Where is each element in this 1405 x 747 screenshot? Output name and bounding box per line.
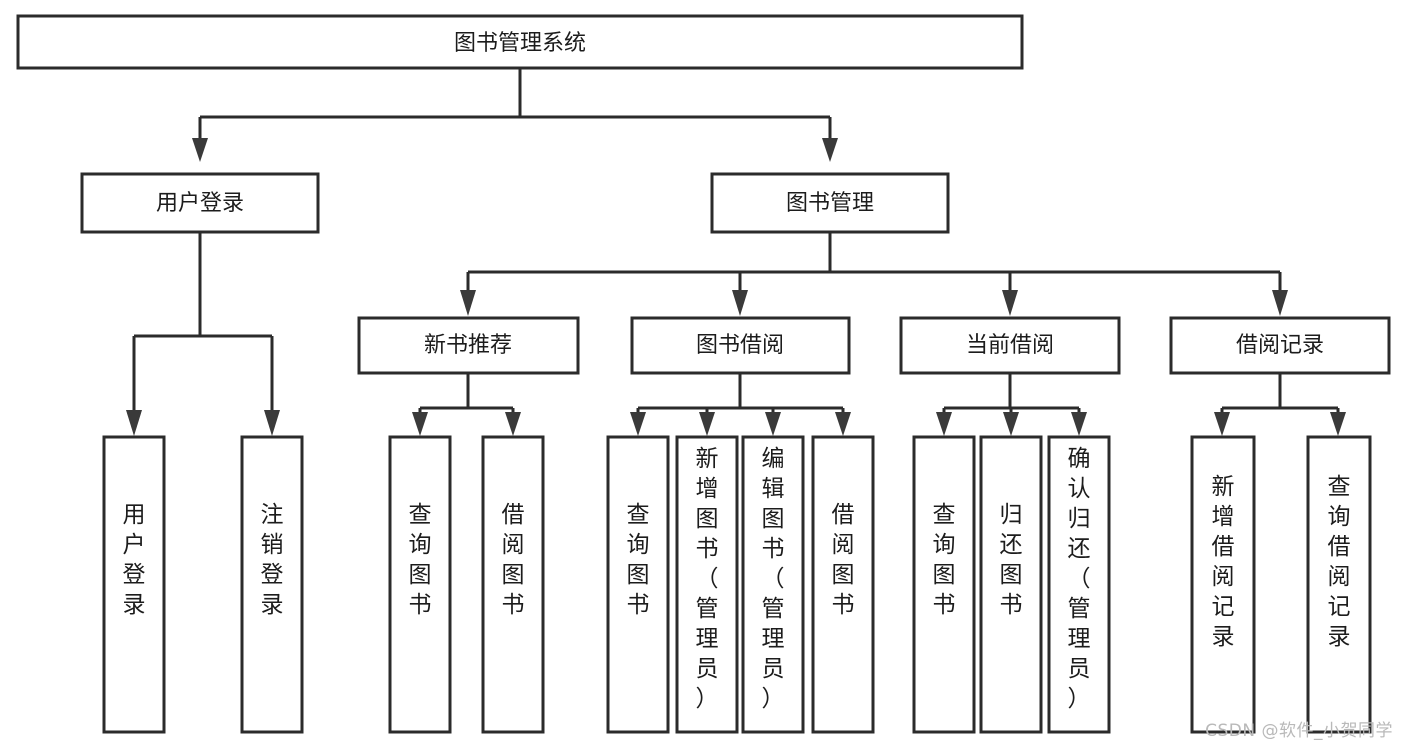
arrow-head-leaf-user-login xyxy=(126,410,142,436)
node-leaf-borrow-book-1-box[interactable] xyxy=(481,435,545,734)
arrow-head-borrow-record xyxy=(1272,290,1288,316)
node-leaf-borrow-book-2-box[interactable] xyxy=(811,435,875,734)
node-root-label: 图书管理系统 xyxy=(454,30,586,55)
node-current-borrow-label: 当前借阅 xyxy=(966,332,1054,357)
node-book-management[interactable]: 图书管理 xyxy=(710,172,950,234)
node-leaf-query-record[interactable]: 查询借阅记录 xyxy=(1306,435,1372,734)
node-leaf-add-record[interactable]: 新增借阅记录 xyxy=(1190,435,1256,734)
node-leaf-user-login[interactable]: 用户登录 xyxy=(102,435,166,734)
node-new-book-recommend[interactable]: 新书推荐 xyxy=(357,316,580,375)
node-leaf-add-record-box[interactable] xyxy=(1190,435,1256,734)
node-leaf-edit-book-label: 编辑图书（管理员） xyxy=(762,445,785,711)
node-leaf-return-book-box[interactable] xyxy=(979,435,1043,734)
node-leaf-query-book-3[interactable]: 查询图书 xyxy=(912,435,976,734)
node-leaf-return-book-label: 归还图书 xyxy=(1000,501,1023,617)
node-leaf-borrow-book-2[interactable]: 借阅图书 xyxy=(811,435,875,734)
connector-group-book-borrow xyxy=(630,373,851,436)
node-user-login-box[interactable] xyxy=(80,172,320,234)
arrow-head-leaf-logout xyxy=(264,410,280,436)
node-leaf-edit-book-box[interactable] xyxy=(741,435,805,734)
arrow-head-current-borrow xyxy=(1002,290,1018,316)
node-leaf-query-book-1-label: 查询图书 xyxy=(409,501,432,617)
node-leaf-query-book-3-label: 查询图书 xyxy=(933,501,956,617)
arrow-head-leaf-borrow-book-1 xyxy=(505,412,521,436)
node-borrow-record[interactable]: 借阅记录 xyxy=(1169,316,1391,375)
connector-group-new-book-recommend xyxy=(412,373,521,436)
connector-group-root xyxy=(192,68,838,162)
arrow-head-new-book-recommend xyxy=(460,290,476,316)
node-leaf-borrow-book-2-label: 借阅图书 xyxy=(832,501,855,617)
node-leaf-query-record-box[interactable] xyxy=(1306,435,1372,734)
arrow-head-leaf-borrow-book-2 xyxy=(835,412,851,436)
arrow-head-leaf-confirm-return xyxy=(1071,412,1087,436)
node-leaf-return-book[interactable]: 归还图书 xyxy=(979,435,1043,734)
arrow-head-leaf-query-book-3 xyxy=(936,412,952,436)
node-leaf-user-login-label: 用户登录 xyxy=(123,501,146,617)
node-book-borrow[interactable]: 图书借阅 xyxy=(630,316,851,375)
arrow-head-book-borrow xyxy=(732,290,748,316)
node-leaf-user-login-box[interactable] xyxy=(102,435,166,734)
node-leaf-add-book-label: 新增图书（管理员） xyxy=(696,445,719,711)
node-leaf-logout[interactable]: 注销登录 xyxy=(240,435,304,734)
node-leaf-query-book-1-box[interactable] xyxy=(388,435,452,734)
node-leaf-query-book-1[interactable]: 查询图书 xyxy=(388,435,452,734)
node-leaf-query-book-2-box[interactable] xyxy=(606,435,670,734)
node-leaf-add-book[interactable]: 新增图书（管理员） xyxy=(675,435,739,734)
node-current-borrow[interactable]: 当前借阅 xyxy=(899,316,1121,375)
arrow-head-leaf-return-book xyxy=(1003,412,1019,436)
node-leaf-add-book-box[interactable] xyxy=(675,435,739,734)
arrow-head-book-management xyxy=(822,138,838,162)
connector-group-book-management xyxy=(460,232,1288,316)
arrow-head-leaf-query-record xyxy=(1330,412,1346,436)
node-root[interactable]: 图书管理系统 xyxy=(16,14,1024,70)
node-leaf-borrow-book-1-label: 借阅图书 xyxy=(502,501,525,617)
node-leaf-add-record-label: 新增借阅记录 xyxy=(1212,473,1235,649)
node-leaf-confirm-return[interactable]: 确认归还（管理员） xyxy=(1047,435,1111,734)
node-leaf-logout-label: 注销登录 xyxy=(261,501,284,617)
node-leaf-confirm-return-label: 确认归还（管理员） xyxy=(1068,445,1091,711)
node-borrow-record-box[interactable] xyxy=(1169,316,1391,375)
arrow-head-leaf-add-book xyxy=(699,412,715,436)
node-leaf-edit-book[interactable]: 编辑图书（管理员） xyxy=(741,435,805,734)
connector-group-borrow-record xyxy=(1214,373,1346,436)
node-borrow-record-label: 借阅记录 xyxy=(1236,332,1324,357)
node-leaf-query-book-2-label: 查询图书 xyxy=(627,501,650,617)
node-new-book-recommend-label: 新书推荐 xyxy=(424,332,512,357)
node-leaf-query-record-label: 查询借阅记录 xyxy=(1328,473,1351,649)
node-user-login[interactable]: 用户登录 xyxy=(80,172,320,234)
node-leaf-confirm-return-box[interactable] xyxy=(1047,435,1111,734)
arrow-head-leaf-query-book-1 xyxy=(412,412,428,436)
connector-group-current-borrow xyxy=(936,373,1087,436)
arrow-head-leaf-query-book-2 xyxy=(630,412,646,436)
node-leaf-query-book-2[interactable]: 查询图书 xyxy=(606,435,670,734)
arrow-head-leaf-add-record xyxy=(1214,412,1230,436)
node-leaf-logout-box[interactable] xyxy=(240,435,304,734)
connector-group-user-login xyxy=(126,232,280,436)
node-book-management-box[interactable] xyxy=(710,172,950,234)
node-book-borrow-label: 图书借阅 xyxy=(696,332,784,357)
node-leaf-borrow-book-1[interactable]: 借阅图书 xyxy=(481,435,545,734)
node-new-book-recommend-box[interactable] xyxy=(357,316,580,375)
node-book-management-label: 图书管理 xyxy=(786,190,874,215)
node-book-borrow-box[interactable] xyxy=(630,316,851,375)
csdn-watermark: CSDN @软件_小贺同学 xyxy=(1205,721,1393,741)
arrow-head-leaf-edit-book xyxy=(765,412,781,436)
node-current-borrow-box[interactable] xyxy=(899,316,1121,375)
node-leaf-query-book-3-box[interactable] xyxy=(912,435,976,734)
arrow-head-user-login xyxy=(192,138,208,162)
node-root-box[interactable] xyxy=(16,14,1024,70)
node-user-login-label: 用户登录 xyxy=(156,190,244,215)
